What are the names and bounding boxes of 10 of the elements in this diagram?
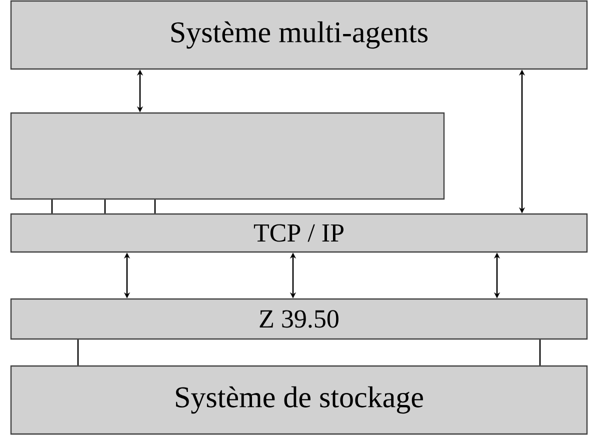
- connector-line: [77, 340, 79, 366]
- layer-box: Z 39.50: [10, 298, 588, 340]
- connector-line: [539, 340, 541, 366]
- layer-box: Système de stockage: [10, 365, 588, 435]
- connector-line: [104, 200, 106, 214]
- layer-box: Système multi-agents: [10, 0, 588, 70]
- connector-line: [51, 200, 53, 214]
- layer-box: [10, 112, 445, 200]
- layer-box: TCP / IP: [10, 213, 588, 253]
- connector-line: [154, 200, 156, 214]
